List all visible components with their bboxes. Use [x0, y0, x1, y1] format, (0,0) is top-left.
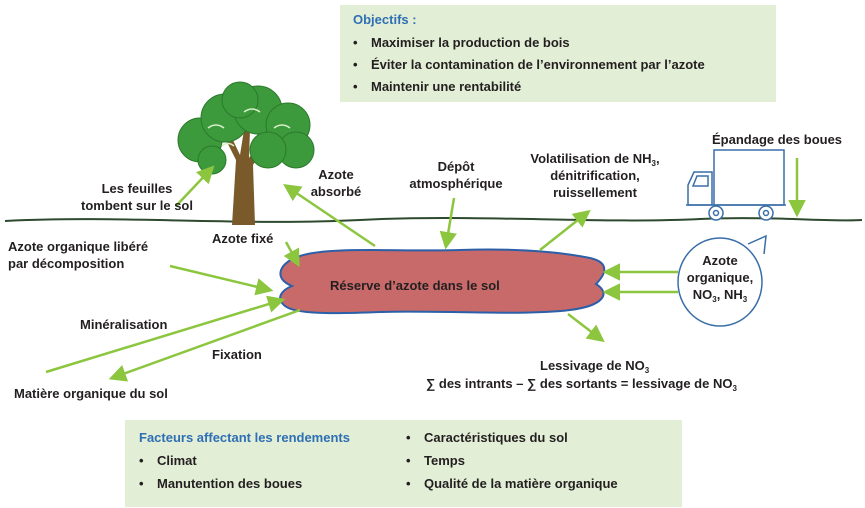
- truck-icon: [686, 149, 786, 221]
- objective-item: •Éviter la contamination de l’environnem…: [353, 57, 705, 72]
- factor-item: •Qualité de la matière organique: [406, 476, 618, 491]
- label-inorganic-nitrogen: Azote organique, NO3, NH3: [686, 253, 754, 304]
- arrow-nitrogen-uptake: [283, 184, 376, 248]
- label-volatilisation: Volatilisation de NH3, dénitrification, …: [530, 151, 660, 200]
- label-soil-organic-matter: Matière organique du sol: [14, 386, 168, 401]
- ground-line: [4, 217, 863, 223]
- label-soil-nitrogen-reserve: Réserve d’azote dans le sol: [330, 278, 500, 293]
- factor-item: •Manutention des boues: [139, 476, 303, 491]
- factor-item: •Temps: [406, 453, 465, 468]
- label-nitrogen-fixed: Azote fixé: [212, 231, 274, 246]
- arrow-mineralisation: [45, 295, 286, 374]
- objectives-title: Objectifs :: [353, 12, 417, 27]
- label-mineralisation: Minéralisation: [80, 317, 168, 332]
- arrow-nitrogen-fixed: [283, 241, 300, 268]
- objective-item: •Maximiser la production de bois: [353, 35, 570, 50]
- objectives-box: Objectifs : •Maximiser la production de …: [340, 5, 776, 102]
- factors-box: Facteurs affectant les rendements •Clima…: [125, 420, 682, 507]
- arrow-fixation: [108, 308, 301, 382]
- label-balance-equation: ∑ des intrants – ∑ des sortants = lessiv…: [426, 376, 737, 393]
- factor-item: •Climat: [139, 453, 197, 468]
- arrow-leaching: [567, 313, 605, 343]
- arrow-volatilisation: [539, 209, 591, 251]
- arrow-organic-n-released: [169, 264, 274, 296]
- objective-item: •Maintenir une rentabilité: [353, 79, 522, 94]
- arrow-leaves-fall: [175, 165, 215, 207]
- label-fixation: Fixation: [212, 347, 262, 362]
- factor-item: •Caractéristiques du sol: [406, 430, 568, 445]
- arrow-deposition: [439, 197, 457, 250]
- factors-title: Facteurs affectant les rendements: [139, 430, 350, 445]
- label-leaching: Lessivage de NO3: [540, 358, 650, 375]
- label-sludge-spreading: Épandage des boues: [712, 132, 843, 147]
- inorganic-nitrogen-circle: [677, 237, 763, 327]
